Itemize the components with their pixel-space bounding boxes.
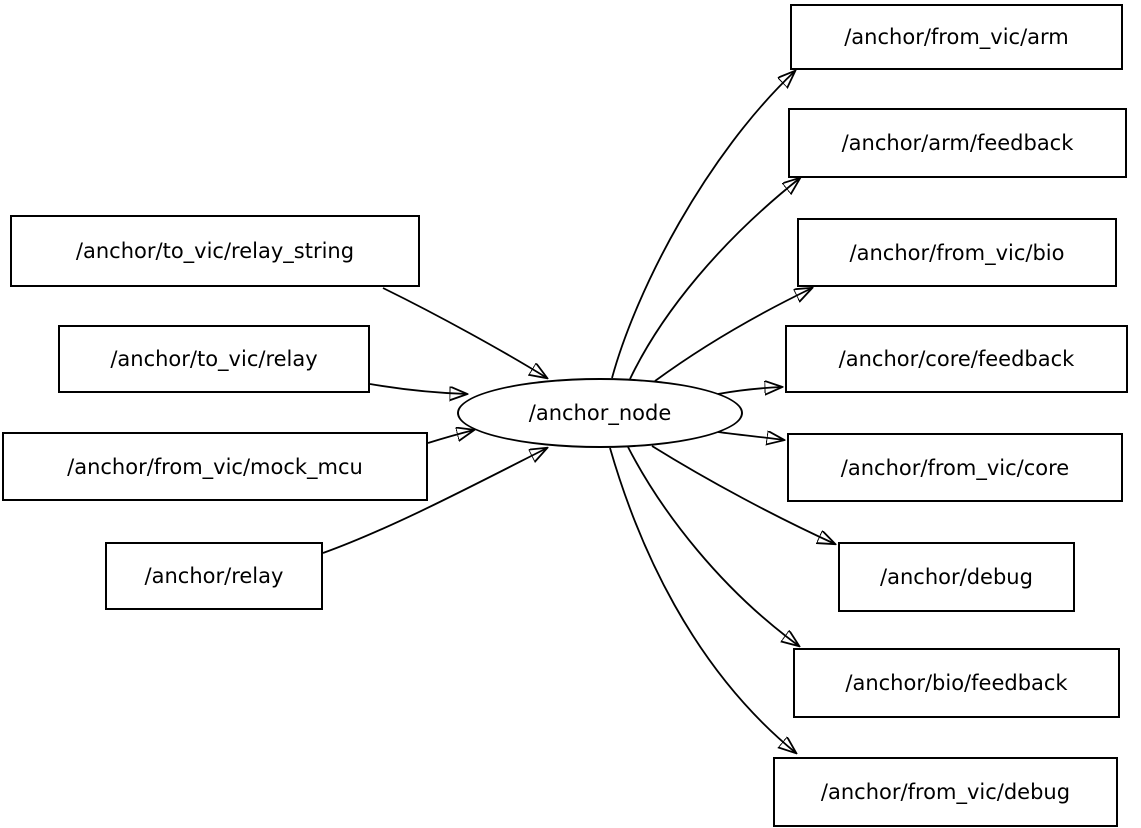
topic-label: /anchor/relay bbox=[144, 564, 284, 588]
edge-anchor-node-to-from-vic-core bbox=[717, 432, 784, 440]
topic-box-anchor-from-vic-core[interactable]: /anchor/from_vic/core bbox=[787, 433, 1123, 502]
topic-box-anchor-from-vic-bio[interactable]: /anchor/from_vic/bio bbox=[797, 218, 1117, 287]
topic-label: /anchor/core/feedback bbox=[838, 347, 1075, 371]
topic-box-anchor-from-vic-arm[interactable]: /anchor/from_vic/arm bbox=[790, 4, 1123, 70]
edge-relay-to-anchor-node bbox=[322, 448, 547, 554]
topic-box-anchor-debug[interactable]: /anchor/debug bbox=[838, 542, 1075, 612]
topic-label: /anchor/debug bbox=[880, 565, 1033, 589]
topic-box-anchor-from-vic-debug[interactable]: /anchor/from_vic/debug bbox=[773, 757, 1118, 827]
node-ellipse-anchor-node[interactable]: /anchor_node bbox=[457, 378, 743, 448]
topic-box-anchor-core-feedback[interactable]: /anchor/core/feedback bbox=[785, 325, 1128, 393]
topic-box-anchor-to-vic-relay[interactable]: /anchor/to_vic/relay bbox=[58, 325, 370, 393]
topic-label: /anchor/arm/feedback bbox=[841, 131, 1074, 155]
topic-box-anchor-to-vic-relay-string[interactable]: /anchor/to_vic/relay_string bbox=[10, 215, 420, 287]
topic-label: /anchor/from_vic/mock_mcu bbox=[67, 454, 363, 479]
topic-label: /anchor/from_vic/bio bbox=[849, 240, 1065, 265]
topic-label: /anchor/bio/feedback bbox=[845, 671, 1068, 695]
edge-anchor-node-to-core-feedback bbox=[717, 387, 782, 394]
edge-to-vic-relay-string-to-anchor-node bbox=[382, 287, 547, 378]
topic-box-anchor-from-vic-mock-mcu[interactable]: /anchor/from_vic/mock_mcu bbox=[2, 432, 428, 501]
edge-anchor-node-to-from-vic-bio bbox=[654, 288, 812, 382]
edge-to-vic-relay-to-anchor-node bbox=[369, 383, 467, 394]
topic-box-anchor-relay[interactable]: /anchor/relay bbox=[105, 542, 323, 610]
edge-anchor-node-to-bio-feedback bbox=[627, 446, 799, 646]
topic-box-anchor-arm-feedback[interactable]: /anchor/arm/feedback bbox=[788, 108, 1127, 178]
node-label: /anchor_node bbox=[528, 401, 672, 425]
topic-label: /anchor/from_vic/arm bbox=[844, 25, 1069, 49]
topic-label: /anchor/from_vic/debug bbox=[820, 780, 1071, 804]
edge-anchor-node-to-arm-feedback bbox=[629, 178, 800, 380]
edge-anchor-node-to-debug bbox=[651, 445, 835, 544]
edge-anchor-node-to-from-vic-debug bbox=[609, 447, 796, 753]
topic-box-anchor-bio-feedback[interactable]: /anchor/bio/feedback bbox=[793, 648, 1120, 718]
edge-from-vic-mock-mcu-to-anchor-node bbox=[427, 430, 474, 444]
edge-anchor-node-to-from-vic-arm bbox=[611, 71, 795, 379]
topic-label: /anchor/from_vic/core bbox=[840, 455, 1070, 480]
topic-label: /anchor/to_vic/relay bbox=[110, 347, 318, 371]
topic-label: /anchor/to_vic/relay_string bbox=[75, 239, 355, 263]
